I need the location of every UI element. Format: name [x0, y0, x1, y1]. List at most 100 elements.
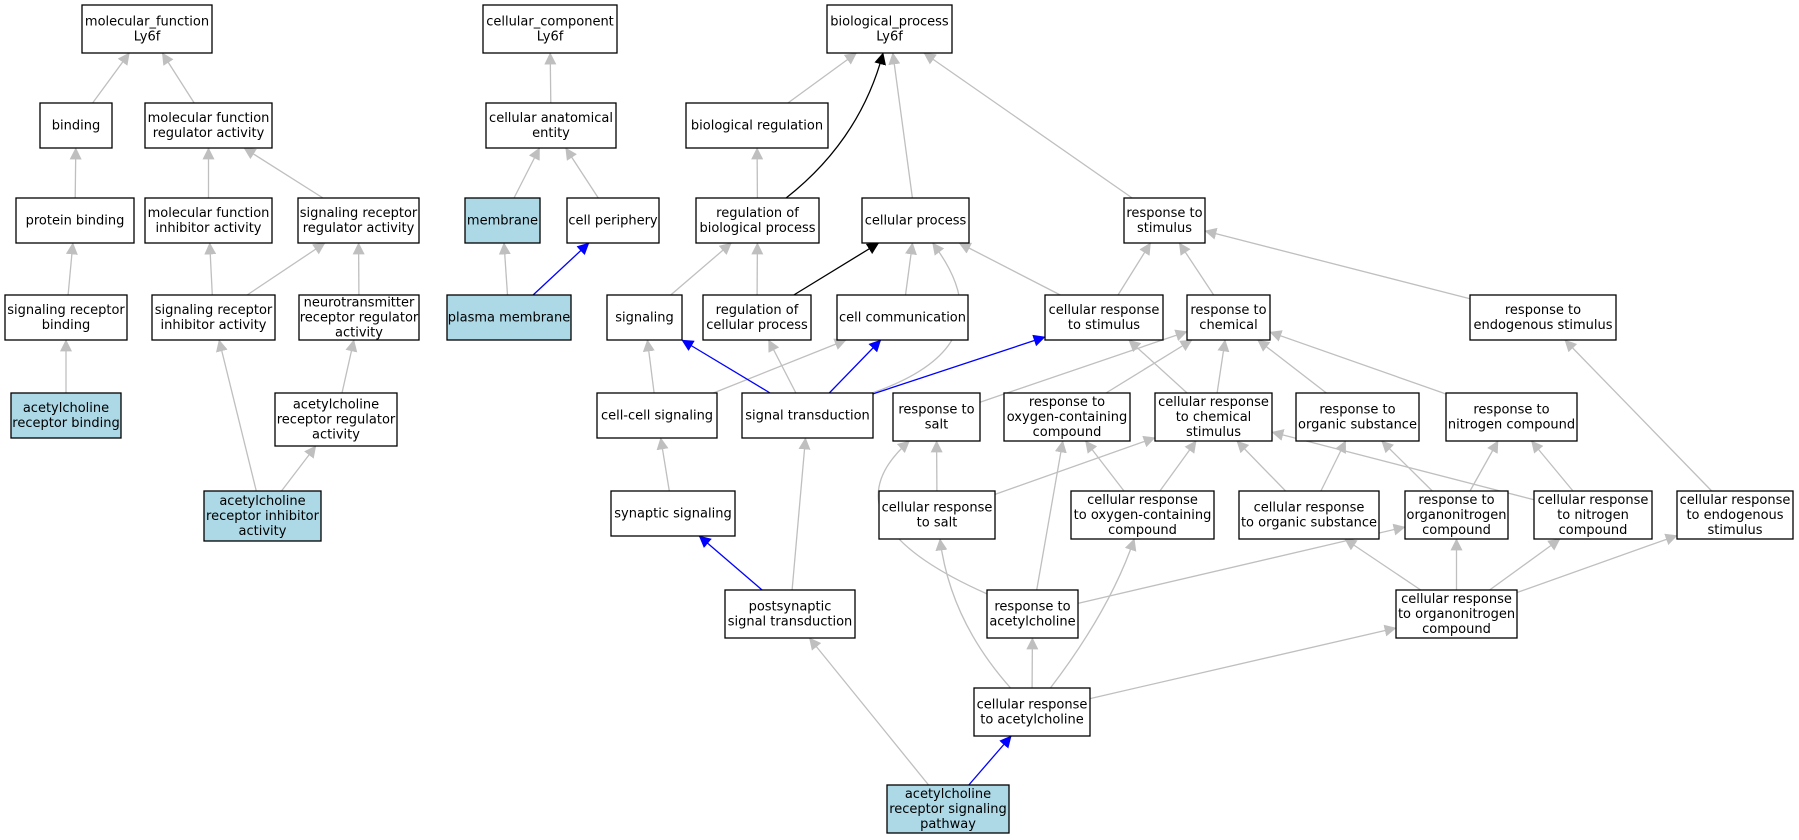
- node-label-line: response to: [1505, 303, 1581, 318]
- node-label-line: to chemical: [1176, 410, 1252, 425]
- edge-signaling-to-reg_bio: [670, 242, 732, 296]
- node-sig-trans[interactable]: signal transduction: [741, 392, 874, 439]
- edge-cellular_process-to-bp_root: [888, 52, 914, 199]
- node-label-line: activity: [239, 524, 287, 539]
- node-bio-reg[interactable]: biological regulation: [685, 102, 829, 149]
- node-box: [482, 4, 618, 54]
- node-box: [1044, 294, 1164, 341]
- node-label-line: endogenous stimulus: [1473, 318, 1612, 333]
- edge-membrane-to-cell_anat: [513, 147, 541, 199]
- node-protein-binding[interactable]: protein binding: [15, 197, 135, 244]
- node-label-line: biological_process: [830, 15, 949, 30]
- node-label-line: molecular function: [148, 111, 270, 126]
- node-label-line: cell communication: [839, 311, 966, 326]
- edge-cell_resp_nitro-to-cell_resp_chem: [1271, 429, 1535, 501]
- node-label-line: compound: [1422, 622, 1491, 637]
- edge-cell_resp_endo-to-resp_endo: [1564, 339, 1713, 492]
- node-cell-periphery[interactable]: cell periphery: [566, 197, 660, 244]
- edge-cell_resp_oxy-to-cell_resp_chem: [1159, 440, 1197, 492]
- node-signaling[interactable]: signaling: [606, 294, 683, 341]
- node-label-line: cellular response: [1087, 493, 1198, 508]
- node-label-line: inhibitor activity: [155, 221, 261, 236]
- node-label-line: neurotransmitter: [304, 296, 415, 311]
- node-binding[interactable]: binding: [39, 102, 113, 149]
- edge-postsyn-to-sig_trans: [791, 437, 811, 591]
- node-label-line: to acetylcholine: [980, 713, 1084, 728]
- edge-cell_resp_chem-to-resp_chem: [1216, 339, 1230, 394]
- node-cellular-process[interactable]: cellular process: [861, 197, 970, 244]
- node-label-line: nitrogen compound: [1448, 418, 1575, 433]
- node-label-line: Ly6f: [876, 30, 903, 45]
- node-label-line: chemical: [1199, 318, 1257, 333]
- node-label-line: biological regulation: [691, 119, 823, 134]
- edge-resp_ach-to-resp_oxy: [1036, 440, 1067, 591]
- node-label-line: activity: [335, 326, 383, 341]
- edge-sig_rec_inhibitor-to-sig_rec_regulator: [246, 242, 326, 296]
- node-label-line: salt: [925, 418, 948, 433]
- node-label-line: Ly6f: [537, 30, 564, 45]
- edge-resp_stimulus-to-bp_root: [923, 52, 1133, 199]
- node-box: [1533, 490, 1653, 540]
- node-label-line: membrane: [467, 214, 538, 229]
- node-label-line: response to: [1029, 395, 1105, 410]
- edge-cell_resp_salt-to-cell_resp_chem: [994, 435, 1156, 496]
- node-box: [144, 102, 273, 149]
- node-label-line: to organic substance: [1241, 516, 1377, 531]
- edge-cell_resp_org_sub-to-cell_resp_chem: [1236, 440, 1287, 492]
- node-box: [685, 102, 829, 149]
- node-label-line: acetylcholine: [989, 615, 1075, 630]
- node-synaptic-sig[interactable]: synaptic signaling: [610, 490, 736, 537]
- edge-sig_trans-to-cell_comm: [828, 339, 882, 394]
- node-label-line: response to: [994, 600, 1070, 615]
- node-box: [724, 589, 856, 639]
- node-box: [741, 392, 874, 439]
- edge-resp_endo-to-resp_stimulus: [1204, 227, 1471, 300]
- node-cell-cell-sig[interactable]: cell-cell signaling: [596, 392, 718, 439]
- edge-ach_pathway-to-cell_resp_ach: [968, 735, 1012, 786]
- node-plasma-membrane[interactable]: plasma membrane: [446, 294, 572, 341]
- node-cell-comm[interactable]: cell communication: [836, 294, 969, 341]
- edge-cell_anat-to-cc_root: [544, 52, 557, 104]
- node-membrane[interactable]: membrane: [464, 197, 541, 244]
- node-box: [986, 589, 1079, 639]
- node-box: [826, 4, 953, 54]
- node-label-line: signaling receptor: [155, 303, 273, 318]
